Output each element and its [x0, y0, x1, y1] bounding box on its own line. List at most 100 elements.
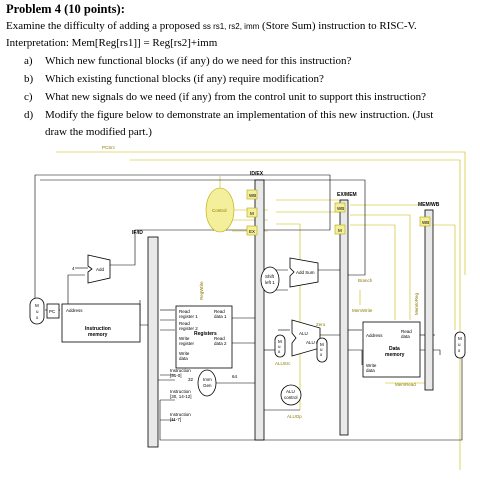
control-unit: [205, 187, 235, 233]
alu-mux-x: x: [278, 349, 281, 354]
bit-64: 64: [232, 374, 238, 379]
question-c: What new signals do we need (if any) fro…: [45, 91, 426, 103]
rf-read-data1-a: Read: [214, 309, 225, 314]
control-label: Control: [212, 208, 227, 213]
shift-left-1: [260, 266, 280, 294]
regdst-mux: [316, 337, 328, 363]
instr-31-0-b: [31-0]: [170, 373, 182, 378]
rf-read-reg2-a: Read: [179, 321, 190, 326]
ex-mem-wb-label: WB: [337, 206, 344, 211]
problem-intro: Examine the difficulty of adding a propo…: [6, 20, 417, 32]
instr-30-a: Instruction: [170, 389, 191, 394]
im-address: Address: [66, 308, 83, 313]
instr-11-7-a: Instruction: [170, 412, 191, 417]
intro-code: ss rs1, rs2, imm: [202, 22, 260, 31]
memread-label: MemRead: [395, 382, 416, 387]
label-pcsrc: PCSrc: [102, 145, 116, 150]
aluop-label: ALUOp: [287, 414, 302, 419]
ex-mem-register: [339, 199, 349, 436]
question-d-cont: draw the modified part.): [45, 126, 152, 138]
id-ex-m-field: [246, 207, 258, 218]
rf-write-reg-b: register: [179, 341, 195, 346]
dm-write-a: Write: [366, 363, 377, 368]
label-if-id: IF/ID: [132, 230, 143, 236]
question-b-marker: b): [24, 73, 34, 85]
alu-control-b: control: [284, 395, 298, 400]
question-a-marker: a): [24, 55, 33, 67]
rf-write-data-a: Write: [179, 351, 190, 356]
register-file: [175, 305, 233, 369]
alu-label: ALU: [299, 331, 308, 336]
alu-mux-m: M: [278, 339, 282, 344]
wb-mux-m: M: [458, 336, 462, 341]
rf-read-data2-a: Read: [214, 336, 225, 341]
pc-register: [46, 303, 60, 319]
const-four: 4: [72, 266, 75, 271]
problem-title: Problem 4 (10 points):: [6, 2, 125, 16]
imm-gen-b: Gen: [203, 383, 212, 388]
pc-mux-u: u: [36, 309, 39, 314]
id-ex-ex-field: [246, 225, 258, 236]
data-memory: [362, 321, 421, 378]
dm-label-b: memory: [385, 352, 405, 358]
bit-32: 32: [188, 377, 194, 382]
rf-read-data2-b: data 2: [214, 341, 227, 346]
question-a: Which new functional blocks (if any) do …: [45, 55, 352, 67]
mem-wb-wb-label: WB: [422, 220, 429, 225]
id-ex-m-label: M: [250, 211, 254, 216]
regdst-mux-x: x: [320, 352, 323, 357]
ex-mem-m-field: [334, 224, 346, 235]
pc-label: PC: [49, 309, 56, 314]
pc-adder-label: Add: [96, 267, 105, 272]
memtoreg-label: MemtoReg: [414, 292, 419, 315]
dm-write-b: data: [366, 368, 375, 373]
mem-wb-register: [424, 209, 434, 391]
alu-control: [280, 384, 302, 406]
imm-gen: [197, 369, 217, 397]
pc-mux-m: M: [35, 303, 39, 308]
regdst-mux-u: u: [320, 347, 323, 352]
rf-read-reg1-b: register 1: [179, 314, 198, 319]
alu-mux-u: u: [278, 344, 281, 349]
shift-left-b: left 1: [265, 280, 275, 285]
if-id-register: [147, 236, 159, 448]
shift-left-a: Shift: [265, 274, 275, 279]
regwrite-label: RegWrite: [199, 281, 204, 300]
question-b: Which existing functional blocks (if any…: [45, 73, 324, 85]
mem-wb-wb-field: [419, 216, 431, 227]
intro-text: Examine the difficulty of adding a propo…: [6, 20, 201, 32]
ex-mem-m-label: M: [338, 228, 342, 233]
id-ex-register: [254, 179, 265, 441]
instruction-memory: [61, 303, 141, 343]
rf-read-data1-b: data 1: [214, 314, 227, 319]
instr-30-b: [30, 14-12]: [170, 394, 192, 399]
question-d-marker: d): [24, 109, 34, 121]
rf-write-data-b: data: [179, 356, 188, 361]
ex-mem-wb-field: [334, 202, 346, 213]
imm-gen-a: Imm: [203, 377, 212, 382]
rf-write-reg-a: Write: [179, 336, 190, 341]
dm-read-a: Read: [401, 329, 412, 334]
label-ex-mem: EX/MEM: [337, 192, 357, 198]
rf-label: Registers: [194, 331, 217, 337]
instr-31-0-a: Instruction: [170, 368, 191, 373]
regdst-mux-m: M: [320, 342, 324, 347]
memtoreg-mux: [454, 331, 466, 359]
dm-label-a: Data: [389, 346, 400, 352]
dm-read-b: data: [401, 334, 410, 339]
wb-mux-u: u: [458, 342, 461, 347]
branch-label: Branch: [358, 278, 373, 283]
label-id-ex: ID/EX: [250, 171, 264, 177]
id-ex-ex-label: EX: [249, 229, 255, 234]
alu-control-a: ALU: [286, 389, 295, 394]
label-mem-wb: MEM/WB: [418, 202, 440, 208]
im-label-1: Instruction: [85, 326, 111, 332]
instr-11-7-b: [11-7]: [170, 417, 181, 422]
question-d: Modify the figure below to demonstrate a…: [45, 109, 434, 121]
wb-mux-x: x: [458, 348, 461, 353]
pc-adder: [87, 254, 111, 284]
alusrc-label: ALUSrc: [275, 361, 291, 366]
rf-read-reg2-b: register 2: [179, 326, 198, 331]
memwrite-label: MemWrite: [352, 308, 373, 313]
